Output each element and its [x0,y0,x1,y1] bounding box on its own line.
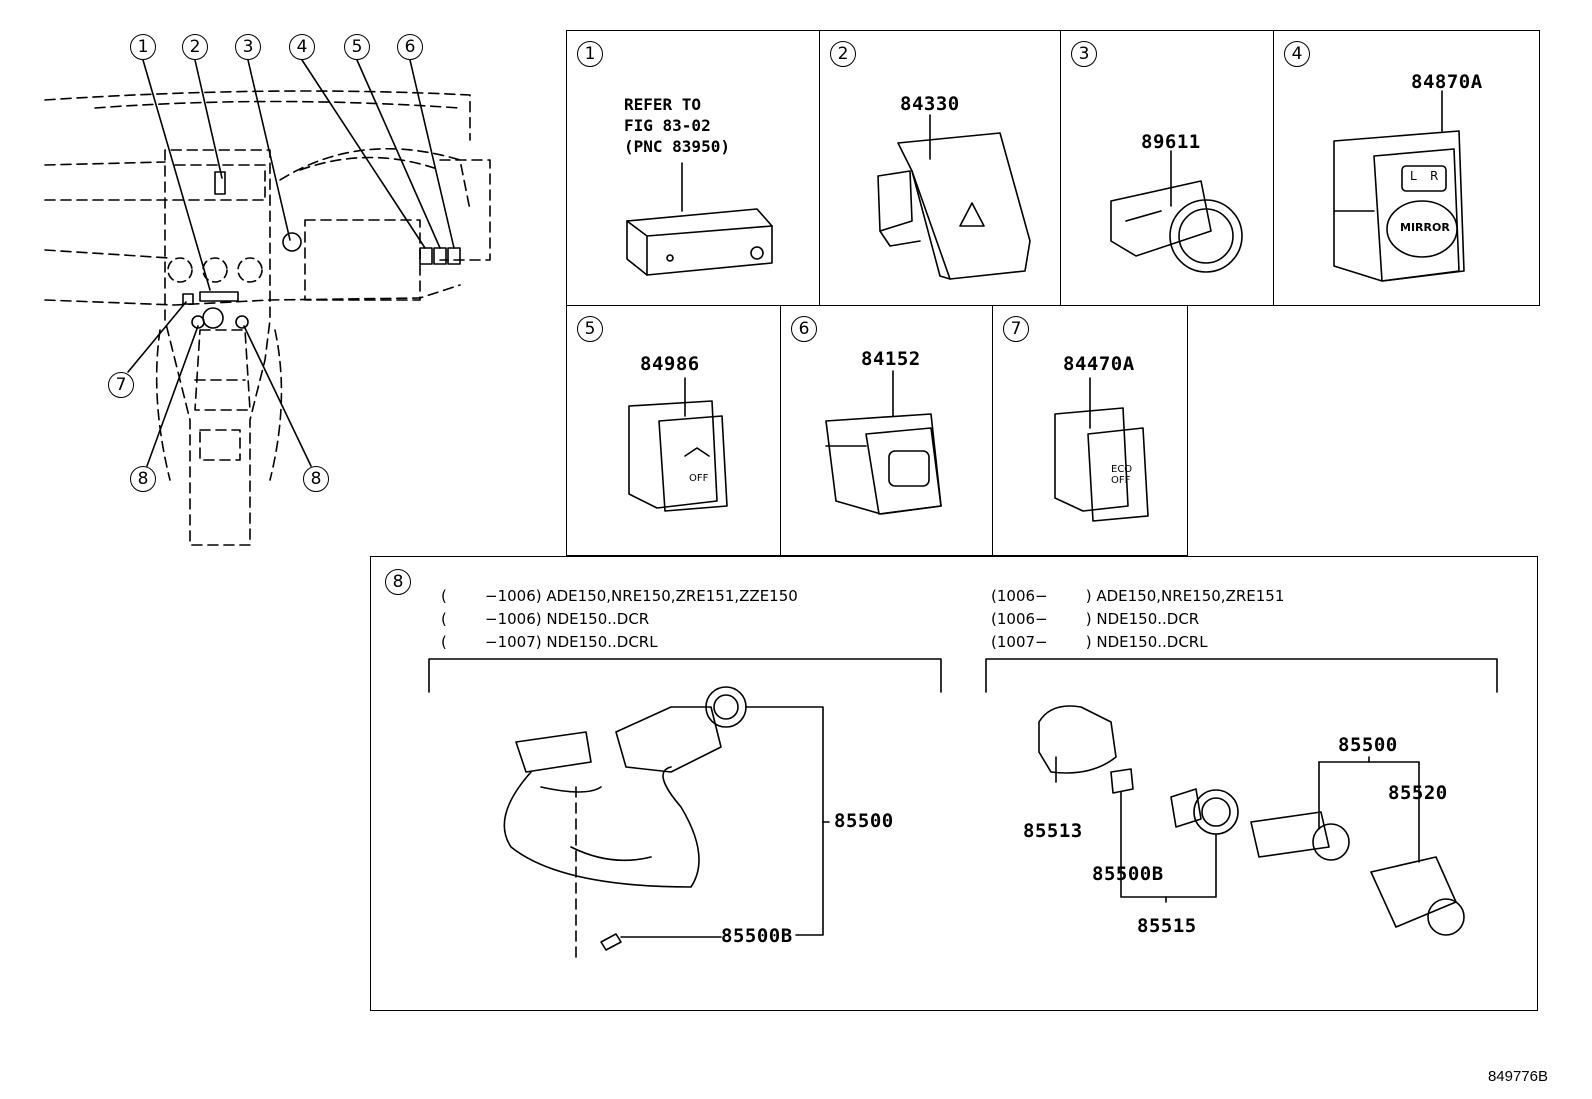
overview-callout-2: 2 [182,34,208,60]
switch-blank-drawing [626,162,773,276]
part-number-84470A: 84470A [1063,353,1135,375]
dashboard-overview: 1 2 3 4 5 6 7 8 8 [0,0,560,560]
panel-1-number: 1 [577,41,603,67]
part-number-85500-left: 85500 [834,810,894,832]
panel-2-number: 2 [830,41,856,67]
overview-callout-4: 4 [289,34,315,60]
part-number-84330: 84330 [900,93,960,115]
headlight-leveling-switch-drawing [825,370,942,515]
vsc-off-label: OFF [689,473,709,484]
part-number-84152: 84152 [861,348,921,370]
panel-8-number: 8 [385,569,411,595]
panel-4-number: 4 [1284,41,1310,67]
dashboard-sketch [44,59,491,546]
mirror-switch-drawing [1333,90,1465,282]
overview-callout-3: 3 [235,34,261,60]
refer-note: REFER TO FIG 83-02 (PNC 83950) [624,95,730,156]
part-number-85520: 85520 [1388,782,1448,804]
part-number-85500-right: 85500 [1338,734,1398,756]
panel-6-number: 6 [791,316,817,342]
right-condition-1: (1006− ) ADE150,NRE150,ZRE151 [991,587,1285,605]
overview-callout-5: 5 [344,34,370,60]
overview-callout-7: 7 [108,372,134,398]
panel-5-number: 5 [577,316,603,342]
part-number-85513: 85513 [1023,820,1083,842]
left-condition-3: ( −1007) NDE150..DCRL [441,633,658,651]
mirror-label: MIRROR [1400,221,1450,234]
part-number-85500B-left: 85500B [721,925,793,947]
mirror-r-label: R [1430,169,1439,183]
hazard-switch-drawing [877,114,1031,280]
panel-1: 1 REFER TO FIG 83-02 (PNC 83950) [566,30,820,306]
eco-off-label: ECO OFF [1111,464,1133,486]
panel-2: 2 84330 [819,30,1061,306]
panel-3: 3 89611 [1060,30,1274,306]
mirror-l-label: L [1410,169,1417,183]
part-number-85500B-right: 85500B [1092,863,1164,885]
figure-code: 849776B [1487,1068,1548,1085]
right-condition-2: (1006− ) NDE150..DCR [991,610,1200,628]
cigarette-lighter-assembly-drawing [428,658,1498,958]
part-number-84986: 84986 [640,353,700,375]
overview-callout-8b: 8 [303,466,329,492]
right-condition-3: (1007− ) NDE150..DCRL [991,633,1208,651]
left-condition-1: ( −1006) ADE150,NRE150,ZRE151,ZZE150 [441,587,798,605]
vsc-off-switch-drawing [628,377,728,512]
eco-switch-drawing [1054,377,1149,522]
part-number-84870A: 84870A [1411,71,1483,93]
left-condition-2: ( −1006) NDE150..DCR [441,610,650,628]
panel-6: 6 84152 [780,305,993,556]
overview-callout-6: 6 [397,34,423,60]
overview-callout-8a: 8 [130,466,156,492]
part-number-89611: 89611 [1141,131,1201,153]
panel-8: 8 ( −1006) ADE150,NRE150,ZRE151,ZZE150 (… [370,556,1538,1011]
panel-3-number: 3 [1071,41,1097,67]
panel-4: 4 84870A L R MIRROR [1273,30,1540,306]
part-number-85515: 85515 [1137,915,1197,937]
engine-start-switch-drawing [1110,150,1243,273]
panel-7: 7 84470A ECO OFF [992,305,1188,556]
panel-5: 5 84986 OFF [566,305,781,556]
panel-7-number: 7 [1003,316,1029,342]
overview-callout-1: 1 [130,34,156,60]
